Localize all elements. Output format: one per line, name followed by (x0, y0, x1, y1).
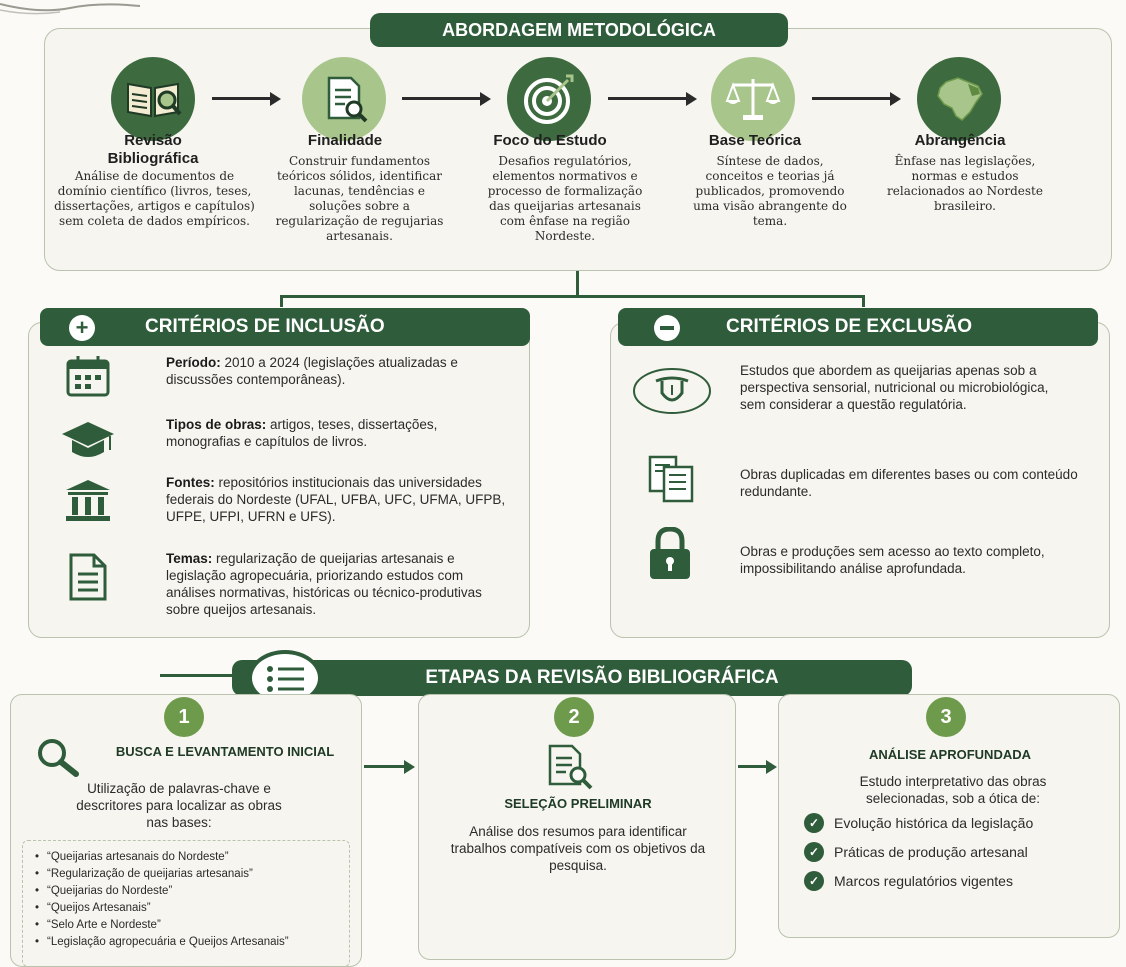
open-book-magnifier-icon (124, 76, 182, 122)
approach-item-2-desc: Construir fundamentos teóricos sólidos, … (275, 154, 444, 243)
inclusion-item-1-label: Período: (166, 355, 221, 370)
step-2-panel (418, 694, 736, 960)
document-magnifier-icon (319, 74, 369, 124)
magnifier-icon (36, 737, 84, 777)
steps-banner: ETAPAS DA REVISÃO BIBLIOGRÁFICA (232, 660, 912, 696)
inclusion-item-2: Tipos de obras: artigos, teses, disserta… (166, 416, 486, 450)
exclusion-item-3: Obras e produções sem acesso ao texto co… (740, 544, 1045, 576)
tongue-taste-icon (632, 367, 712, 415)
inclusion-item-2-label: Tipos de obras: (166, 417, 267, 432)
keyword-item: “Selo Arte e Nordeste” (35, 919, 339, 932)
decorative-corner (0, 0, 140, 18)
document-icon (68, 552, 108, 602)
inclusion-item-3-text: repositórios institucionais das universi… (166, 475, 506, 524)
check-item-2-label: Práticas de produção artesanal (834, 844, 1028, 860)
inclusion-item-1-text: 2010 a 2024 (legislações atualizadas e d… (166, 355, 458, 387)
inclusion-item-3-label: Fontes: (166, 475, 215, 490)
minus-icon (654, 315, 680, 341)
step-3-number: 3 (926, 697, 966, 737)
exclusion-item-2: Obras duplicadas em diferentes bases ou … (740, 467, 1078, 499)
approach-item-4-title: Base Teórica (708, 132, 802, 149)
inclusion-item-4-text: regularização de queijarias artesanais e… (166, 551, 482, 617)
check-item-3: ✓ Marcos regulatórios vigentes (804, 871, 1013, 891)
approach-title: ABORDAGEM METODOLÓGICA (442, 20, 716, 40)
check-icon: ✓ (804, 871, 824, 891)
institution-building-icon (64, 478, 112, 522)
step-3-title: ANÁLISE APROFUNDADA (868, 747, 1032, 762)
check-item-3-label: Marcos regulatórios vigentes (834, 873, 1013, 889)
duplicate-documents-icon (648, 455, 696, 503)
inclusion-item-2-text: artigos, teses, dissertações, monografia… (166, 417, 438, 449)
keyword-item: “Legislação agropecuária e Queijos Artes… (35, 936, 339, 949)
approach-banner: ABORDAGEM METODOLÓGICA (370, 13, 788, 47)
approach-item-5-circle (917, 57, 1001, 141)
keywords-box: “Queijarias artesanais do Nordeste” “Reg… (22, 840, 350, 967)
step-2-number: 2 (554, 697, 594, 737)
inclusion-item-1: Período: 2010 a 2024 (legislações atuali… (166, 354, 516, 388)
keyword-item: “Queijarias do Nordeste” (35, 885, 339, 898)
approach-item-3-desc: Desafios regulatórios, elementos normati… (487, 154, 643, 243)
step-2-title: SELEÇÃO PRELIMINAR (504, 796, 652, 811)
steps-banner-connector-left (160, 674, 270, 677)
approach-item-4-desc: Síntese de dados, conceitos e teorias já… (693, 154, 847, 228)
keyword-item: “Queijarias artesanais do Nordeste” (35, 851, 339, 864)
step-1-title: BUSCA E LEVANTAMENTO INICIAL (115, 744, 335, 759)
keyword-item: “Queijos Artesanais” (35, 902, 339, 915)
step-3-desc: Estudo interpretativo das obras selecion… (859, 774, 1047, 806)
check-icon: ✓ (804, 813, 824, 833)
approach-item-3-circle (507, 57, 591, 141)
check-item-2: ✓ Práticas de produção artesanal (804, 842, 1028, 862)
exclusion-panel (610, 322, 1110, 638)
inclusion-panel (28, 322, 530, 638)
approach-item-5-title: Abrangência (914, 132, 1006, 149)
approach-item-1-title: Revisão Bibliográfica (107, 132, 199, 167)
approach-item-2-circle (302, 57, 386, 141)
inclusion-item-4: Temas: regularização de queijarias artes… (166, 550, 501, 618)
padlock-icon (648, 527, 692, 581)
keywords-list: “Queijarias artesanais do Nordeste” “Reg… (35, 851, 339, 949)
check-item-1-label: Evolução histórica da legislação (834, 815, 1034, 831)
keyword-item: “Regularização de queijarias artesanais” (35, 868, 339, 881)
inclusion-banner: CRITÉRIOS DE INCLUSÃO (40, 308, 530, 346)
approach-item-5-desc: Ênfase nas legislações, normas e estudos… (887, 154, 1043, 213)
approach-item-2-title: Finalidade (307, 132, 383, 149)
approach-item-4-circle (711, 57, 795, 141)
inclusion-item-3: Fontes: repositórios institucionais das … (166, 474, 506, 525)
list-icon (266, 665, 306, 693)
steps-title: ETAPAS DA REVISÃO BIBLIOGRÁFICA (425, 667, 779, 688)
step-2-desc: Análise dos resumos para identificar tra… (450, 824, 706, 873)
exclusion-banner: CRITÉRIOS DE EXCLUSÃO (618, 308, 1098, 346)
scales-icon (725, 75, 781, 123)
target-arrow-icon (522, 72, 576, 126)
approach-item-3-title: Foco do Estudo (493, 132, 607, 149)
approach-item-1-desc: Análise de documentos de domínio científ… (54, 169, 255, 228)
inclusion-item-4-label: Temas: (166, 551, 213, 566)
check-icon: ✓ (804, 842, 824, 862)
graduation-cap-icon (60, 420, 116, 460)
exclusion-item-1: Estudos que abordem as queijarias apenas… (740, 363, 1049, 412)
approach-item-1-circle (111, 57, 195, 141)
document-search-icon (546, 744, 594, 790)
calendar-icon (66, 355, 110, 397)
brazil-map-icon (932, 72, 986, 126)
step-1-number: 1 (164, 697, 204, 737)
exclusion-title: CRITÉRIOS DE EXCLUSÃO (726, 316, 972, 337)
check-item-1: ✓ Evolução histórica da legislação (804, 813, 1033, 833)
step-1-desc: Utilização de palavras-chave e descritor… (76, 781, 282, 830)
inclusion-title: CRITÉRIOS DE INCLUSÃO (145, 316, 385, 337)
plus-icon: + (69, 315, 95, 341)
